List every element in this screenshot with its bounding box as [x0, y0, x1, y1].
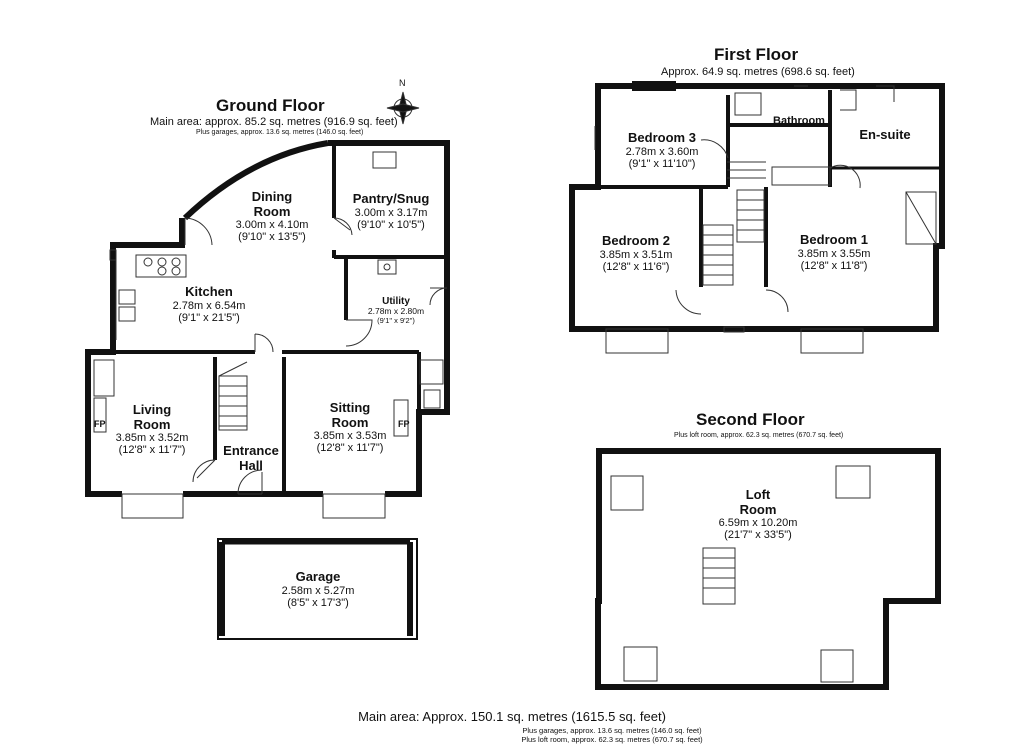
utility-imperial: (9'1" x 9'2") — [377, 315, 415, 325]
bedroom-2-metric: 3.85m x 3.51m — [599, 248, 673, 261]
garage-imperial: (8'5" x 17'3") — [287, 596, 349, 609]
entrance-hall-name-2: Hall — [239, 457, 263, 473]
total-loft-area: Plus loft room, approx. 62.3 sq. metres … — [521, 735, 703, 744]
second-floor-walls — [595, 448, 941, 690]
garage-walls — [217, 538, 418, 640]
dining-room-metric: 3.00m x 4.10m — [235, 219, 309, 232]
utility-label: Utility 2.78m x 2.80m (9'1" x 9'2") — [366, 296, 426, 325]
en-suite-name: En-suite — [859, 127, 911, 142]
ground-floor-main-area: Main area: approx. 85.2 sq. metres (916.… — [150, 116, 398, 128]
loft-room-name-2: Room — [739, 501, 777, 517]
first-floor-walls — [569, 81, 945, 332]
living-room-metric: 3.85m x 3.52m — [115, 432, 189, 445]
second-floor-area: Plus loft room, approx. 62.3 sq. metres … — [674, 432, 844, 439]
utility-name: Utility — [382, 296, 410, 307]
living-room-imperial: (12'8" x 11'7") — [118, 444, 186, 457]
pantry-snug-name: Pantry/Snug — [352, 191, 430, 206]
loft-room-name-1: Loft — [745, 487, 771, 502]
ground-floor-details — [93, 91, 448, 519]
bedroom-3-name: Bedroom 3 — [628, 130, 696, 145]
dining-room-name-1: Dining — [251, 189, 293, 204]
living-room-label: Living Room 3.85m x 3.52m (12'8" x 11'7"… — [110, 402, 194, 457]
sitting-room-name-1: Sitting — [329, 400, 371, 415]
bedroom-3-label: Bedroom 3 2.78m x 3.60m (9'1" x 11'10") — [614, 130, 710, 170]
bedroom-1-name: Bedroom 1 — [800, 232, 868, 247]
loft-room-metric: 6.59m x 10.20m — [718, 517, 798, 530]
garage-label: Garage 2.58m x 5.27m (8'5" x 17'3") — [270, 569, 366, 609]
bathroom-name: Bathroom — [773, 115, 825, 127]
second-floor-title: Second Floor — [696, 410, 805, 429]
entrance-hall-label: Entrance Hall — [216, 443, 286, 473]
dining-room-label: Dining Room 3.00m x 4.10m (9'10" x 13'5"… — [232, 189, 312, 244]
utility-metric: 2.78m x 2.80m — [367, 306, 425, 317]
sitting-room-fireplace-label: FP — [398, 419, 410, 429]
kitchen-label: Kitchen 2.78m x 6.54m (9'1" x 21'5") — [164, 284, 254, 324]
sitting-room-label: Sitting Room 3.85m x 3.53m (12'8" x 11'7… — [308, 400, 392, 455]
pantry-snug-label: Pantry/Snug 3.00m x 3.17m (9'10" x 10'5"… — [342, 191, 440, 231]
kitchen-imperial: (9'1" x 21'5") — [178, 311, 240, 324]
ground-floor-title: Ground Floor — [216, 96, 325, 115]
garage-name: Garage — [295, 569, 341, 584]
bedroom-3-imperial: (9'1" x 11'10") — [628, 157, 696, 170]
total-garages-area: Plus garages, approx. 13.6 sq. metres (1… — [522, 726, 702, 735]
entrance-hall-name-1: Entrance — [223, 443, 279, 458]
sitting-room-metric: 3.85m x 3.53m — [313, 430, 387, 443]
bedroom-2-label: Bedroom 2 3.85m x 3.51m (12'8" x 11'6") — [588, 233, 684, 273]
loft-room-imperial: (21'7" x 33'5") — [724, 529, 792, 542]
sitting-room-name-2: Room — [331, 414, 369, 430]
second-floor-details — [610, 465, 871, 683]
dining-room-imperial: (9'10" x 13'5") — [238, 231, 306, 244]
ground-floor-garages-area: Plus garages, approx. 13.6 sq. metres (1… — [196, 129, 364, 136]
living-room-fireplace-label: FP — [94, 419, 106, 429]
sitting-room-imperial: (12'8" x 11'7") — [316, 442, 384, 455]
pantry-snug-imperial: (9'10" x 10'5") — [357, 218, 425, 231]
bedroom-3-metric: 2.78m x 3.60m — [625, 145, 699, 158]
first-floor-title: First Floor — [714, 45, 799, 64]
loft-room-label: Loft Room 6.59m x 10.20m (21'7" x 33'5") — [708, 487, 808, 542]
kitchen-metric: 2.78m x 6.54m — [172, 299, 246, 312]
first-floor-details — [594, 85, 937, 354]
bedroom-1-metric: 3.85m x 3.55m — [797, 247, 871, 260]
kitchen-name: Kitchen — [185, 284, 233, 299]
bathroom-label: Bathroom — [769, 115, 829, 127]
bedroom-2-name: Bedroom 2 — [602, 233, 670, 248]
garage-metric: 2.58m x 5.27m — [281, 584, 355, 597]
pantry-snug-metric: 3.00m x 3.17m — [354, 206, 428, 219]
living-room-name-2: Room — [133, 416, 171, 432]
total-main-area: Main area: Approx. 150.1 sq. metres (161… — [358, 709, 666, 724]
compass-north-label: N — [399, 78, 406, 88]
ground-floor-walls — [85, 140, 450, 497]
bedroom-2-imperial: (12'8" x 11'6") — [602, 260, 670, 273]
living-room-name-1: Living — [132, 402, 172, 417]
bedroom-1-imperial: (12'8" x 11'8") — [800, 259, 868, 272]
dining-room-name-2: Room — [253, 203, 291, 219]
bedroom-1-label: Bedroom 1 3.85m x 3.55m (12'8" x 11'8") — [786, 232, 882, 272]
first-floor-area: Approx. 64.9 sq. metres (698.6 sq. feet) — [661, 66, 855, 78]
en-suite-label: En-suite — [850, 127, 920, 143]
